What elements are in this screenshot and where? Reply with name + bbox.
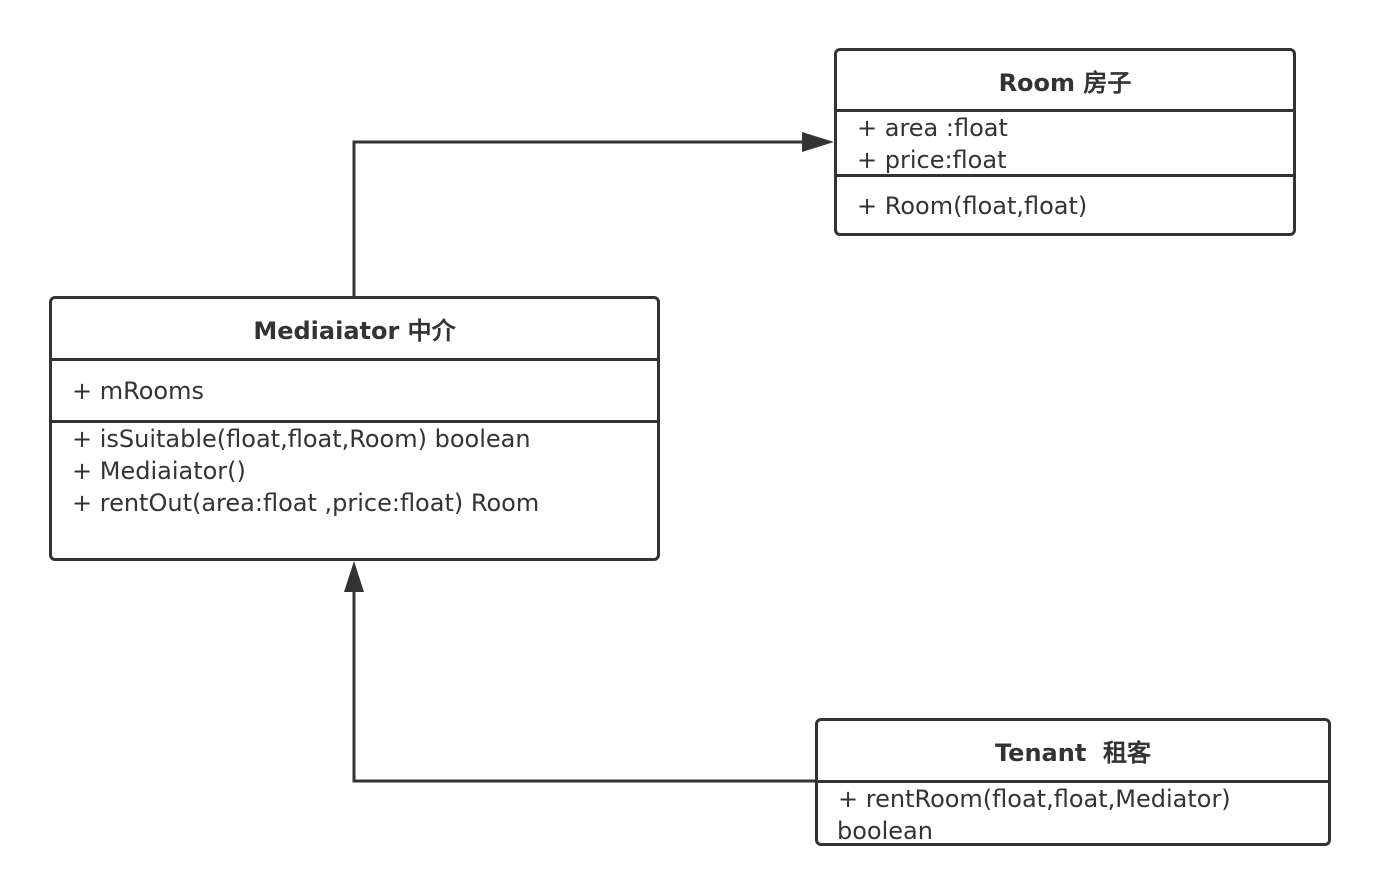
mediator-attributes: + mRooms xyxy=(52,361,657,423)
room-attribute-area: + area :float xyxy=(857,114,1008,142)
tenant-to-mediator-connector[interactable] xyxy=(352,588,815,783)
room-operations: + Room(float,float) xyxy=(837,177,1293,222)
mediator-operation-constructor: + Mediaiator() xyxy=(72,457,246,485)
mediator-to-room-connector[interactable] xyxy=(352,140,808,296)
tenant-operation-rentroom: + rentRoom(float,float,Mediator) xyxy=(838,785,1231,813)
tenant-class-title: Tenant 租客 xyxy=(818,721,1328,783)
room-attributes: + area :float + price:float xyxy=(837,112,1293,177)
mediator-operation-rentout: + rentOut(area:float ,price:float) Room xyxy=(72,489,540,517)
mediator-to-room-arrowhead xyxy=(802,132,834,152)
tenant-to-mediator-arrowhead xyxy=(344,561,364,592)
mediator-operations: + isSuitable(float,float,Room) boolean +… xyxy=(52,423,657,519)
mediator-class-box[interactable]: Mediaiator 中介 + mRooms + isSuitable(floa… xyxy=(49,296,660,561)
mediator-operation-issuitable: + isSuitable(float,float,Room) boolean xyxy=(72,425,531,453)
room-attribute-price: + price:float xyxy=(857,146,1007,174)
room-class-box[interactable]: Room 房子 + area :float + price:float + Ro… xyxy=(834,48,1296,236)
room-class-title: Room 房子 xyxy=(837,51,1293,112)
tenant-operations: + rentRoom(float,float,Mediator) boolean xyxy=(818,783,1328,845)
room-operation-constructor: + Room(float,float) xyxy=(857,192,1088,220)
mediator-attribute-mrooms: + mRooms xyxy=(72,377,204,405)
tenant-class-box[interactable]: Tenant 租客 + rentRoom(float,float,Mediato… xyxy=(815,718,1331,846)
tenant-operation-rentroom-return: boolean xyxy=(837,817,933,845)
mediator-class-title: Mediaiator 中介 xyxy=(52,299,657,361)
